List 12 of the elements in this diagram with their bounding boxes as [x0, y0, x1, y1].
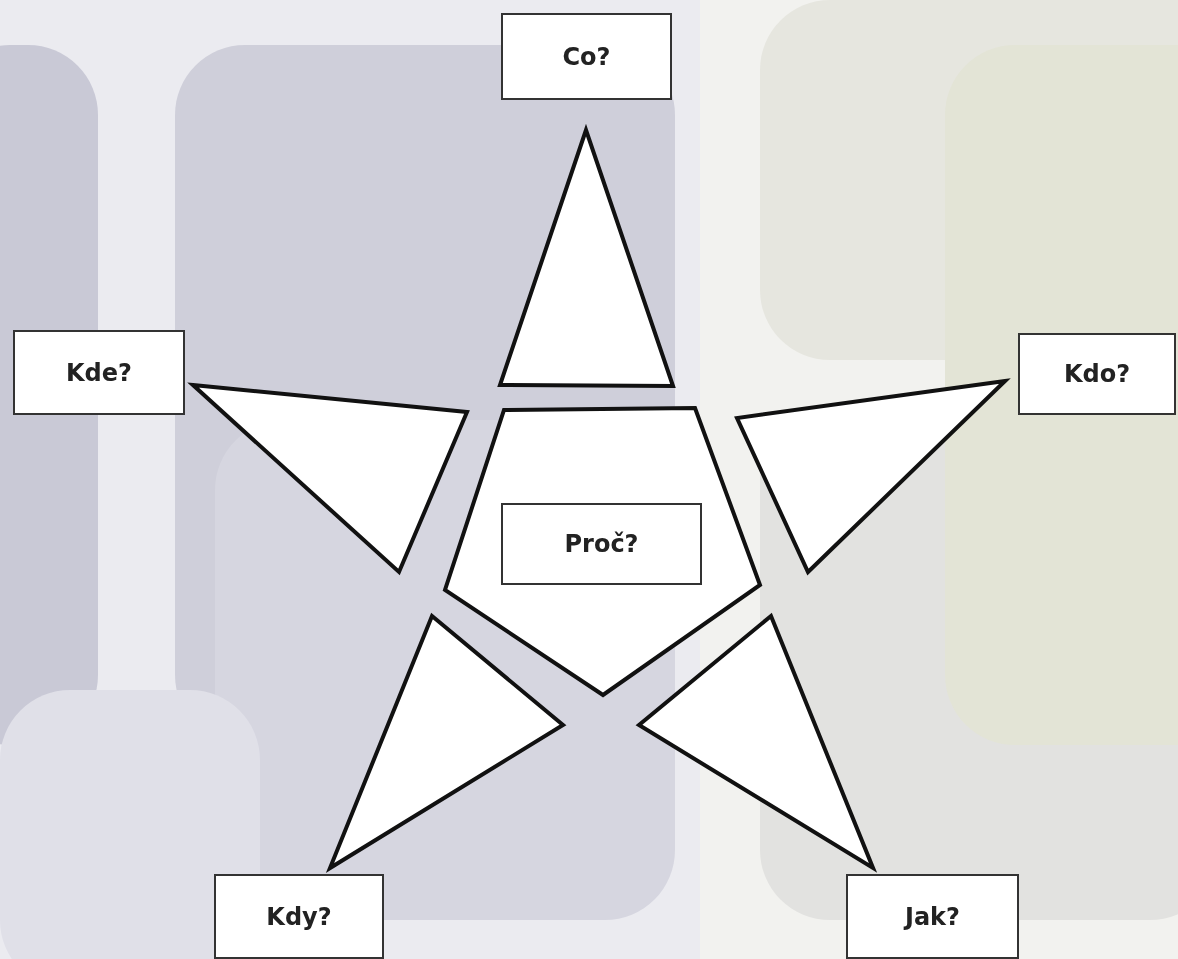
label-box [1018, 333, 1176, 415]
question-label: Proč? [564, 530, 639, 558]
question-label: Kdy? [266, 902, 332, 931]
question-label: Co? [562, 42, 611, 71]
label-box [13, 330, 185, 415]
label-box [214, 874, 384, 959]
question-label: Jak? [905, 902, 960, 931]
label-box [501, 503, 702, 585]
question-label: Kde? [66, 358, 132, 387]
label-box [846, 874, 1019, 959]
label-box [501, 13, 672, 100]
question-label: Kdo? [1063, 360, 1131, 388]
